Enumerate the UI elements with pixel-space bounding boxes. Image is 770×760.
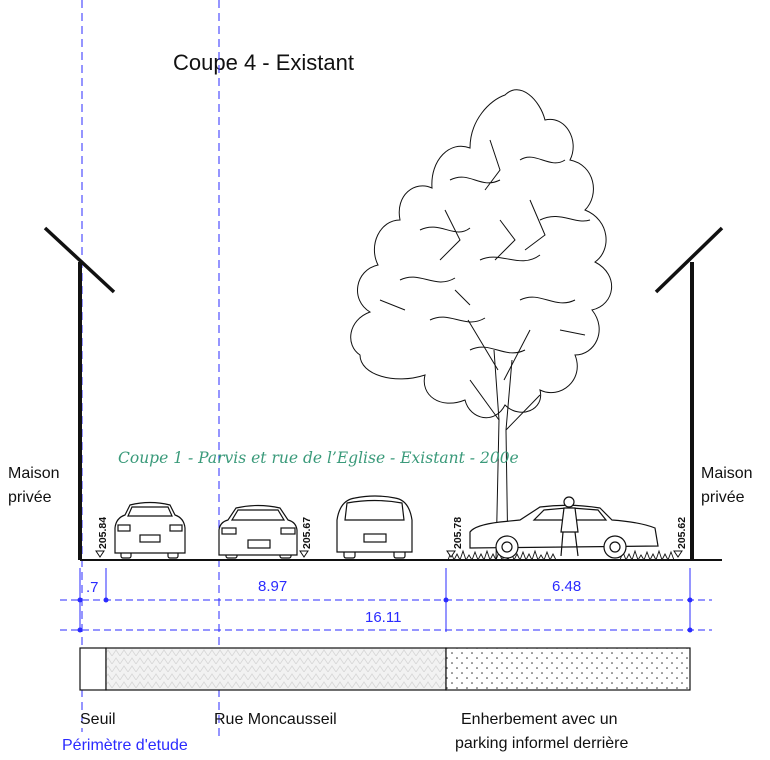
car-rear-icon-3 <box>336 495 413 559</box>
zone-label-grass-line1: Enherbement avec un <box>461 711 618 728</box>
elevation-marker-1: 205.84 <box>95 517 109 558</box>
elevation-marker-3: 205.78 <box>446 517 464 558</box>
car-rear-icon-2 <box>218 504 298 559</box>
zone-grass <box>445 647 691 691</box>
elevation-label: 205.62 <box>676 517 688 549</box>
zone-road <box>105 647 447 691</box>
elevation-label: 205.67 <box>301 517 313 549</box>
watermark-text: Coupe 1 - Parvis et rue de l’Eglise - Ex… <box>118 449 519 467</box>
grass-tufts <box>447 549 675 562</box>
car-rear-icon-1 <box>114 501 186 559</box>
zone-strip <box>79 647 691 691</box>
tree-icon <box>350 89 612 561</box>
dimension-dots <box>77 597 693 633</box>
dimension-grass: 6.48 <box>552 578 581 595</box>
zone-seuil <box>79 647 107 691</box>
left-house-label-line2: privée <box>8 489 52 506</box>
dimension-road: 8.97 <box>258 578 287 595</box>
zone-label-grass-line2: parking informel derrière <box>455 735 629 752</box>
drawing-title: Coupe 4 - Existant <box>173 50 354 75</box>
zone-label-seuil: Seuil <box>80 711 116 728</box>
zone-label-road: Rue Moncausseil <box>214 711 337 728</box>
elevation-marker-4: 205.62 <box>673 517 688 558</box>
elevation-marker-2: 205.67 <box>299 517 313 558</box>
dimension-total: 16.11 <box>365 609 401 626</box>
elevation-label: 205.84 <box>97 517 109 549</box>
right-house-icon <box>654 226 724 560</box>
study-perimeter-label: Périmètre d'etude <box>62 737 188 754</box>
left-house-label-line1: Maison <box>8 465 60 482</box>
elevation-label: 205.78 <box>452 517 464 549</box>
left-house-icon <box>43 226 116 560</box>
right-house-label-line2: privée <box>701 489 745 506</box>
dimension-seuil: .7 <box>86 579 99 596</box>
right-house-label-line1: Maison <box>701 465 753 482</box>
person-icon <box>560 496 579 557</box>
